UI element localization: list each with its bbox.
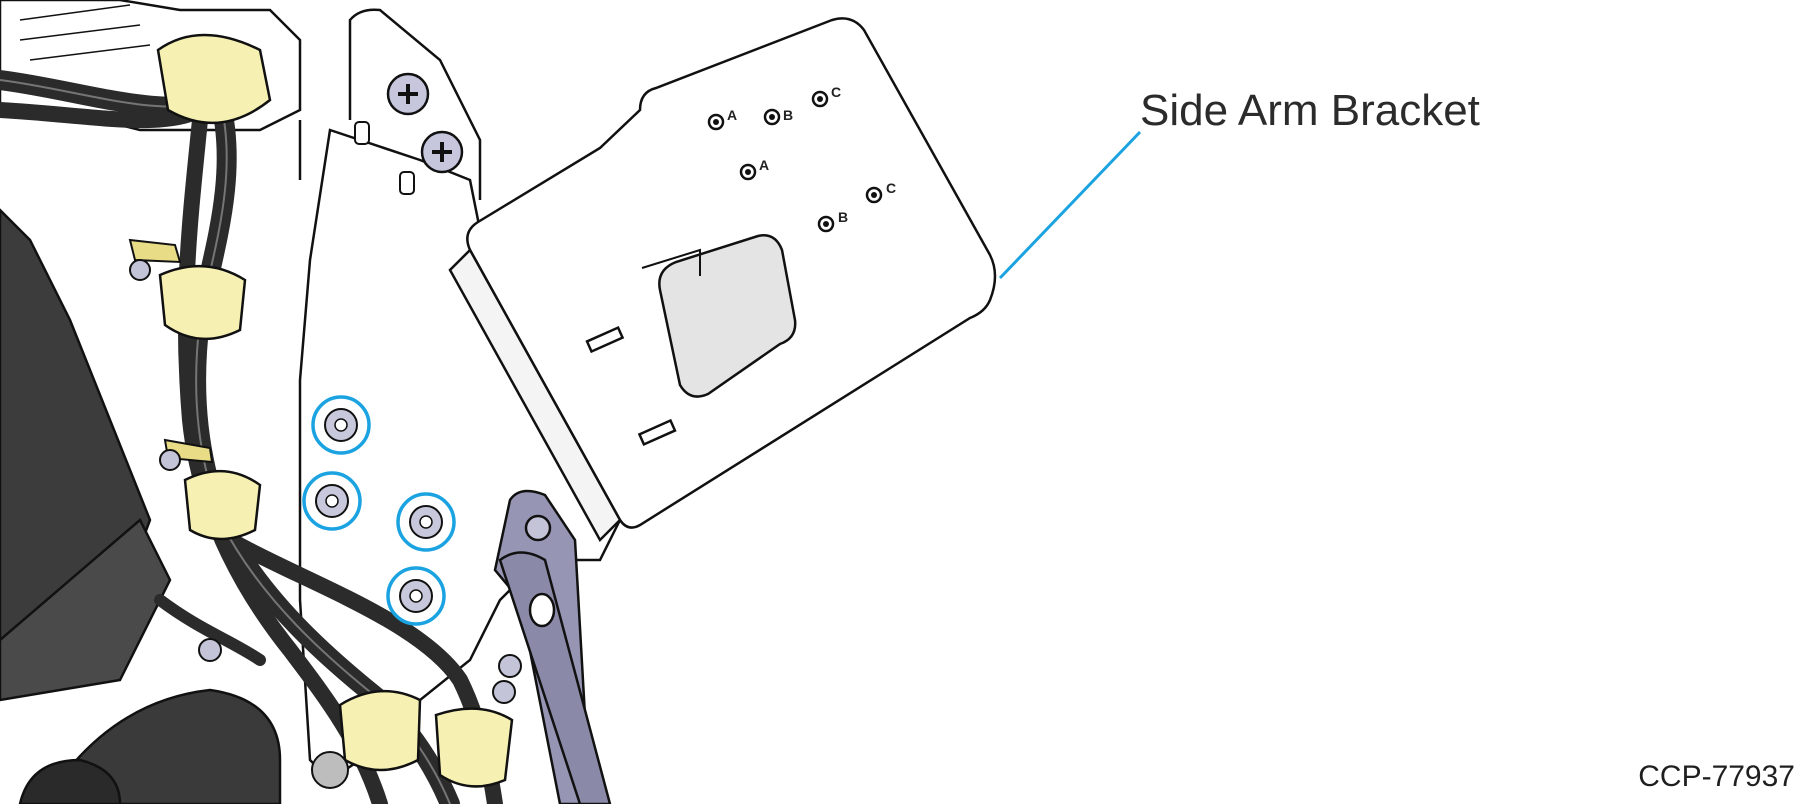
highlight-circle: [396, 492, 456, 552]
hole-label: B: [838, 209, 848, 225]
slot: [637, 418, 677, 447]
hole-b: B: [763, 107, 793, 126]
nut: [524, 514, 552, 542]
nut: [198, 638, 222, 662]
cable-tie: [434, 707, 514, 788]
frame-hardware: [128, 238, 522, 789]
support-arm: [493, 489, 612, 804]
hole-b: B: [817, 209, 848, 233]
side-arm-bracket: [448, 17, 997, 543]
hole-c: C: [865, 180, 896, 204]
hole-label: C: [831, 84, 841, 100]
cable-tie: [338, 689, 422, 772]
cable-tie: [156, 33, 272, 125]
knob: [311, 751, 349, 789]
hole-label: A: [727, 107, 737, 123]
nut: [159, 449, 181, 471]
document-id: CCP-77937: [1638, 760, 1795, 793]
bracket-pad: [658, 234, 797, 398]
arm-hole: [528, 592, 556, 628]
hole-label: C: [886, 180, 896, 196]
cable-tie: [183, 469, 262, 541]
cable-ties: [156, 33, 514, 788]
cable-tie: [158, 264, 247, 341]
callout-leader-line: [998, 130, 1142, 280]
highlighted-nut: [311, 395, 371, 455]
bracket-flange: [448, 247, 622, 543]
pin: [354, 121, 370, 145]
hole-a: A: [707, 107, 737, 131]
bracket-holes: A B C A B C: [707, 84, 896, 233]
callout-label: Side Arm Bracket: [1140, 86, 1480, 135]
pin: [399, 171, 415, 195]
hole-c: C: [811, 84, 841, 108]
dark-housing: [0, 208, 282, 804]
highlighted-nut: [386, 566, 446, 626]
highlighted-nuts: [302, 395, 456, 626]
nut: [129, 259, 151, 281]
highlight-circle: [311, 395, 371, 455]
top-screws: [354, 72, 464, 195]
highlight-circle: [386, 566, 446, 626]
nut: [498, 654, 522, 678]
highlighted-nut: [396, 492, 456, 552]
hole-label: A: [759, 157, 769, 173]
hole-label: B: [783, 107, 793, 123]
nut: [492, 680, 516, 704]
highlighted-nut: [302, 471, 362, 531]
hole-a: A: [739, 157, 769, 181]
highlight-circle: [302, 471, 362, 531]
slot: [585, 325, 625, 354]
